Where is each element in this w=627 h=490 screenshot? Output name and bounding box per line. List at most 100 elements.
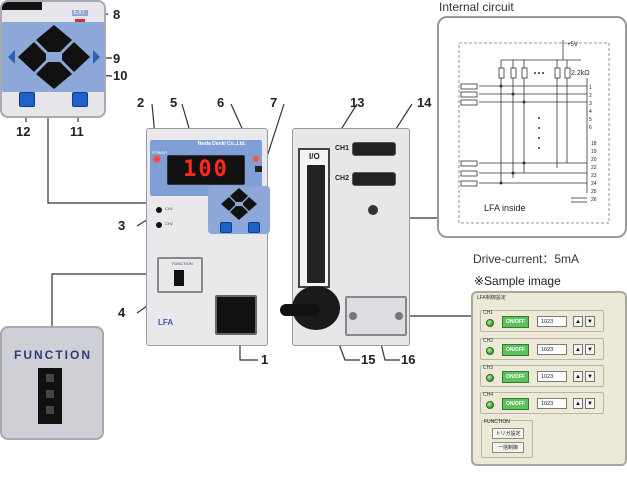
ch2-label: CH2 — [335, 175, 350, 182]
pin-label: 26 — [591, 197, 597, 203]
controls-inset: EXT — [0, 0, 106, 118]
inset-button-right[interactable] — [72, 92, 88, 107]
ext-indicator-led — [253, 156, 259, 162]
pin-label: 6 — [589, 125, 592, 131]
inset-button-left[interactable] — [19, 92, 35, 107]
callout-14: 14 — [417, 95, 432, 110]
seven-seg-display — [167, 155, 245, 185]
ch2-connector[interactable] — [352, 172, 396, 186]
pin-label: 2 — [589, 93, 592, 99]
callout-8: 8 — [113, 7, 121, 22]
power-label: POWER — [152, 150, 168, 155]
callout-10: 10 — [113, 68, 128, 83]
dip-1[interactable] — [46, 374, 54, 382]
function-inset-title: FUNCTION — [14, 348, 92, 362]
sample-heading: ※Sample image — [474, 274, 561, 288]
plate-screw-left — [349, 312, 357, 320]
pin-label: 1 — [589, 85, 592, 91]
callout-11: 11 — [70, 124, 84, 139]
power-led — [154, 156, 160, 162]
channel-row: CH1 ON/OFF 1023 ▲ ▼ — [480, 310, 604, 332]
channel-value-field[interactable]: 1023 — [537, 344, 567, 355]
channel-value-field[interactable]: 1023 — [537, 371, 567, 382]
channel-label: CH1 — [483, 310, 494, 316]
channel-row: CH4 ON/OFF 1023 ▲ ▼ — [480, 392, 604, 414]
channel-row: CH2 ON/OFF 1023 ▲ ▼ — [480, 338, 604, 360]
ch1-connector[interactable] — [352, 142, 396, 156]
vcc-label: +5V — [567, 42, 578, 48]
callout-16: 16 — [401, 352, 416, 367]
trigger-settings-button[interactable]: トリガ設定 — [492, 428, 524, 439]
down-arrow-icon[interactable]: ▼ — [585, 344, 595, 355]
pin-label: 20 — [591, 157, 597, 163]
onoff-button[interactable]: ON/OFF — [502, 371, 529, 383]
function-area-frame — [157, 257, 203, 293]
front-button-right[interactable] — [248, 222, 260, 233]
circuit-schematic — [458, 40, 610, 224]
channel-led — [486, 374, 494, 382]
pin-labels-left: 1 2 3 4 5 6 — [589, 84, 592, 132]
front-dpad-icon[interactable] — [216, 186, 262, 222]
pin-label: 18 — [591, 141, 597, 147]
sample-panel-title: LFA制御設定 — [477, 295, 506, 301]
callout-1: 1 — [261, 352, 269, 367]
channel-label: CH2 — [483, 338, 494, 344]
callout-7: 7 — [270, 95, 278, 110]
ch2-indicator-label: CH2 — [165, 221, 174, 226]
dip-3[interactable] — [46, 406, 54, 414]
pin-labels-right: 18 19 20 22 23 24 25 26 — [591, 140, 597, 204]
power-switch[interactable] — [215, 295, 257, 335]
function-group-label: FUNCTION — [484, 419, 510, 425]
ch1-indicator-label: CH1 — [165, 206, 174, 211]
ground-screw — [368, 205, 378, 215]
circuit-box — [437, 16, 627, 238]
pin-label: 3 — [589, 101, 592, 107]
down-arrow-icon[interactable]: ▼ — [585, 316, 595, 327]
onoff-button[interactable]: ON/OFF — [502, 398, 529, 410]
down-arrow-icon[interactable]: ▼ — [585, 371, 595, 382]
pin-label: 22 — [591, 165, 597, 171]
channel-row: CH3 ON/OFF 1023 ▲ ▼ — [480, 365, 604, 387]
pin-label: 24 — [591, 181, 597, 187]
drive-current-label: Drive-current：5mA — [473, 252, 580, 266]
up-arrow-icon[interactable]: ▲ — [573, 398, 583, 409]
ch1-indicator — [156, 207, 162, 213]
up-arrow-icon[interactable]: ▲ — [573, 316, 583, 327]
onoff-button[interactable]: ON/OFF — [502, 344, 529, 356]
pin-label: 5 — [589, 117, 592, 123]
function-label-small: FUNCTION — [172, 261, 193, 266]
ext-port[interactable] — [255, 166, 262, 172]
function-dip-switch[interactable] — [174, 270, 184, 286]
brand-label: Ikeda Denki Co.,Ltd. — [198, 141, 246, 147]
resistor-label: 2.2kΩ — [571, 70, 590, 77]
power-cable — [280, 304, 320, 316]
front-button-left[interactable] — [220, 222, 232, 233]
callout-6: 6 — [217, 95, 225, 110]
product-name: LFA — [158, 318, 174, 327]
pin-label: 19 — [591, 149, 597, 155]
channel-led — [486, 319, 494, 327]
up-arrow-icon[interactable]: ▲ — [573, 371, 583, 382]
dip-2[interactable] — [46, 390, 54, 398]
dpad-icon[interactable] — [8, 22, 100, 92]
channel-label: CH4 — [483, 392, 494, 398]
circuit-title: Internal circuit — [439, 0, 514, 14]
function-group — [481, 420, 533, 458]
batch-control-button[interactable]: 一括制御 — [492, 442, 524, 453]
channel-led — [486, 401, 494, 409]
down-arrow-icon[interactable]: ▼ — [585, 398, 595, 409]
onoff-button[interactable]: ON/OFF — [502, 316, 529, 328]
channel-value-field[interactable]: 1023 — [537, 398, 567, 409]
channel-value-field[interactable]: 1023 — [537, 316, 567, 327]
pin-label: 25 — [591, 189, 597, 195]
callout-2: 2 — [137, 95, 145, 110]
ext-led — [75, 19, 85, 24]
callout-12: 12 — [16, 124, 31, 139]
ch1-label: CH1 — [335, 145, 350, 152]
io-label: I/O — [309, 152, 320, 161]
pin-label: 4 — [589, 109, 592, 115]
pin-label: 23 — [591, 173, 597, 179]
inset-top-bar — [2, 2, 42, 10]
up-arrow-icon[interactable]: ▲ — [573, 344, 583, 355]
io-connector[interactable] — [307, 165, 325, 283]
